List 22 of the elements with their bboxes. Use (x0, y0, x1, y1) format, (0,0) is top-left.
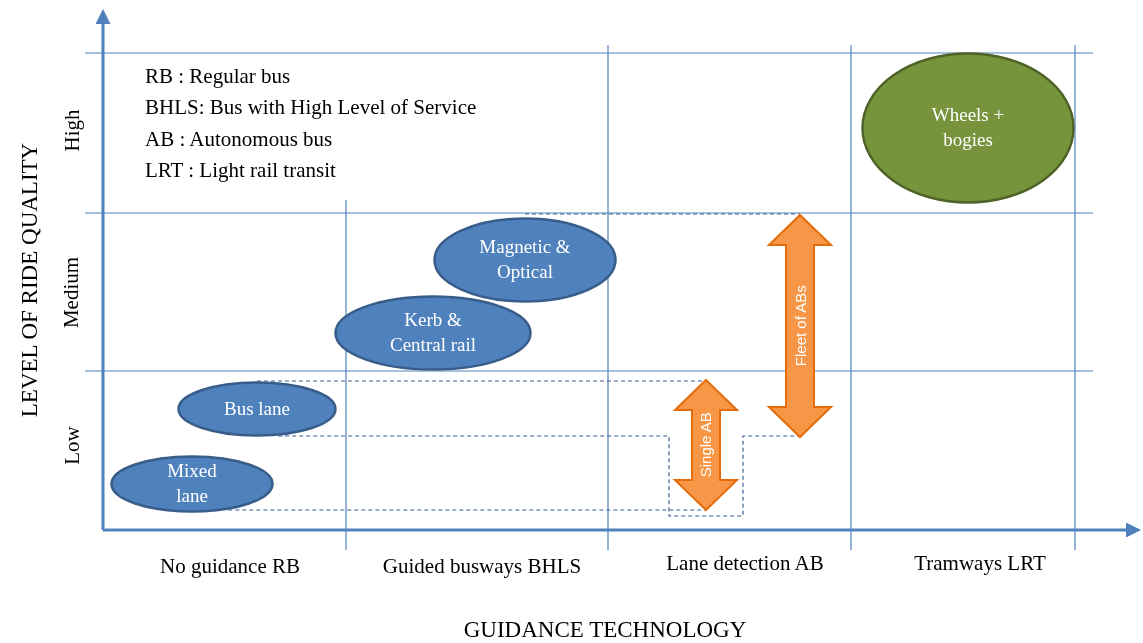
axis-tick-label: Medium (59, 256, 85, 328)
axis-title: LEVEL OF RIDE QUALITY (17, 142, 43, 418)
legend-entry: RB : Regular bus (145, 64, 291, 89)
dashed-guide-line (524, 213, 801, 215)
axis-tick-label: Guided busways BHLS (382, 553, 582, 579)
axis-title: GUIDANCE TECHNOLOGY (463, 617, 747, 643)
axis-tick-label: Low (59, 425, 85, 465)
node-label: Single AB (696, 412, 716, 478)
legend-entry: BHLS: Bus with High Level of Service (145, 95, 477, 120)
node-label: Kerb & Central rail (389, 308, 477, 357)
legend-entry: AB : Autonomous bus (145, 127, 333, 152)
node-label: Wheels + bogies (930, 103, 1006, 152)
legend-entry: LRT : Light rail transit (145, 158, 336, 183)
node-label: Bus lane (223, 396, 291, 421)
axis-tick-label: Lane detection AB (666, 550, 824, 576)
node-label: Fleet of ABs (790, 285, 810, 367)
dashed-guide-line (227, 509, 707, 511)
node-label: Mixed lane (166, 459, 218, 508)
axis-tick-label: High (59, 109, 85, 151)
node-label: Magnetic & Optical (478, 235, 572, 284)
axis-tick-label: No guidance RB (160, 553, 300, 579)
axis-tick-label: Tramways LRT (914, 550, 1046, 576)
